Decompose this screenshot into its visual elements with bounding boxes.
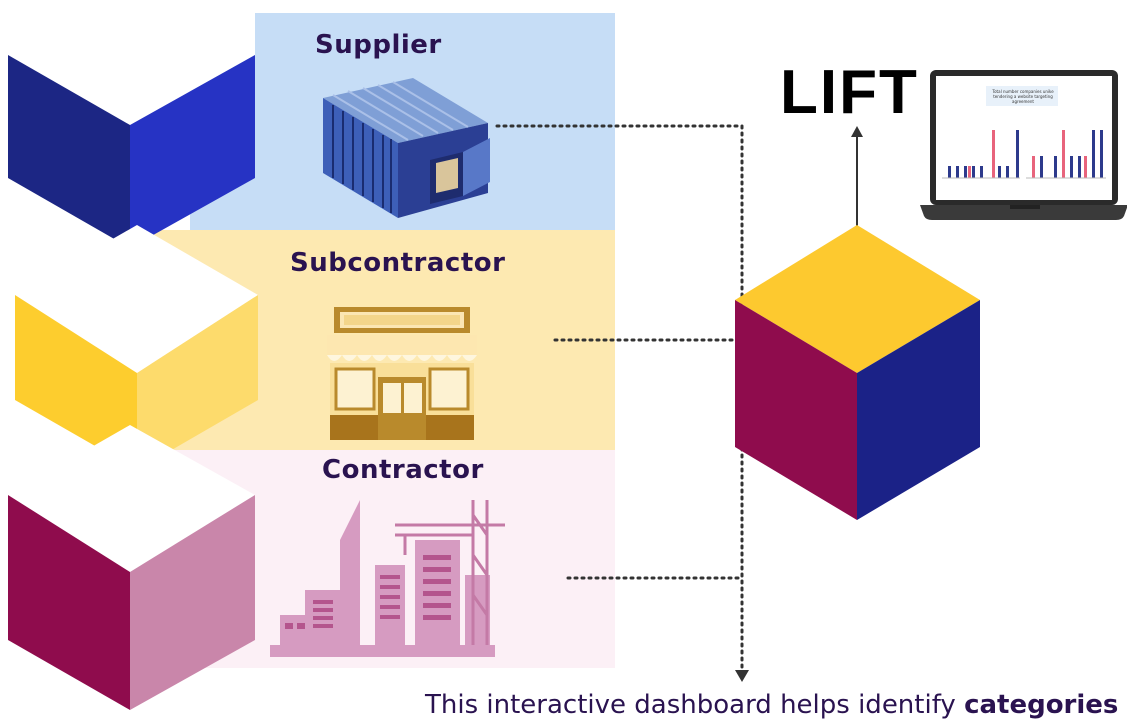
laptop-icon [920, 70, 1127, 220]
contractor-cube [8, 425, 255, 710]
supplier-label: Supplier [315, 30, 442, 60]
caption: This interactive dashboard helps identif… [425, 690, 1118, 720]
caption-text: This interactive dashboard helps identif… [425, 690, 965, 720]
shipping-container-icon [323, 78, 490, 218]
contractor-label: Contractor [322, 455, 484, 485]
subcontractor-label: Subcontractor [290, 248, 506, 278]
shop-icon [327, 307, 477, 440]
lift-cube [735, 225, 980, 520]
city-construction-icon [270, 500, 505, 657]
supplier-cube [8, 0, 255, 248]
caption-emphasis: categories [964, 690, 1119, 720]
subcontractor-cube [15, 225, 258, 470]
lift-title: LIFT [780, 58, 919, 127]
laptop-screen-heading: Total number companies unike tendering a… [992, 89, 1054, 104]
